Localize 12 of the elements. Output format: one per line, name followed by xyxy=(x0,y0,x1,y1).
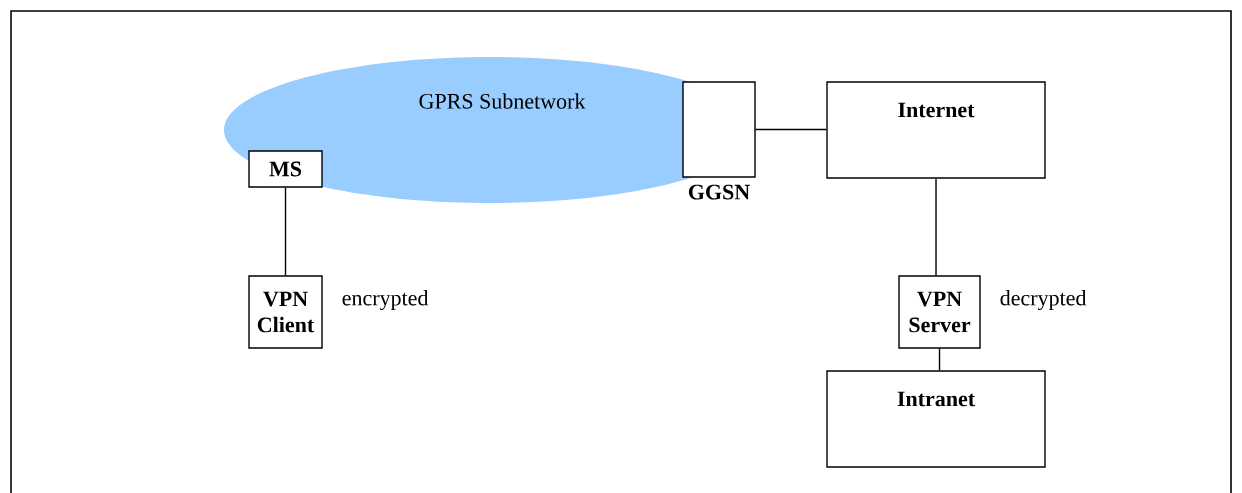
network-box: Internet xyxy=(826,81,1046,179)
node-box: GGSN xyxy=(682,81,756,200)
node-label: GGSN xyxy=(688,184,750,200)
network-box: Intranet xyxy=(826,370,1046,468)
side-note: decrypted xyxy=(1000,290,1087,310)
node-box: VPN Server xyxy=(898,275,981,349)
connector-line xyxy=(938,348,941,371)
node-box: VPN Client xyxy=(248,275,323,349)
side-note: encrypted xyxy=(342,290,429,310)
connector-line xyxy=(284,187,287,276)
connector-line xyxy=(755,128,827,131)
connector-line xyxy=(935,178,937,276)
